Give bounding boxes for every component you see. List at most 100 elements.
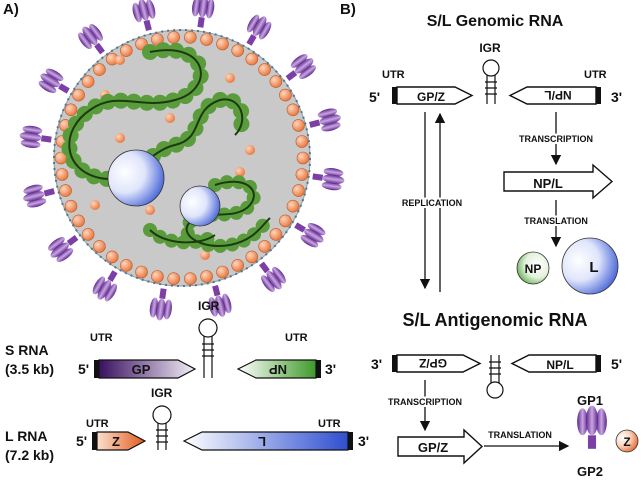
- lipid-bead: [258, 240, 271, 253]
- gp-spike-protein: [577, 405, 607, 449]
- mrna-gpz-arrow: [397, 428, 484, 465]
- lipid-bead: [279, 214, 292, 228]
- lipid-bead: [72, 88, 85, 102]
- lipid-bead: [81, 75, 95, 88]
- lipid-bead: [55, 168, 69, 181]
- l-rna-z-arrow: [96, 431, 147, 451]
- replication-arrows: [419, 112, 446, 292]
- lipid-bead: [105, 250, 119, 264]
- lipid-bead: [231, 44, 244, 57]
- genomic-five-prime: 5': [369, 89, 380, 105]
- antigenomic-three-prime: 3': [371, 356, 382, 372]
- glycoprotein-spike: [148, 287, 175, 322]
- l-rna-three-prime: 3': [358, 433, 369, 449]
- s-rna-gp-label: GP: [132, 362, 151, 377]
- s-rna-three-prime: 3': [325, 361, 336, 377]
- genomic-three-prime: 3': [611, 89, 622, 105]
- lipid-bead: [167, 272, 180, 286]
- lipid-bead: [231, 259, 244, 272]
- z-matrix-bead: [145, 205, 155, 215]
- virion-illustration: [18, 0, 346, 322]
- s-rna-segment: GP NP: [94, 318, 321, 379]
- lipid-bead: [245, 52, 259, 66]
- genomic-igr-label: IGR: [479, 41, 501, 55]
- panel-a-label: A): [3, 1, 19, 18]
- replication-label: REPLICATION: [402, 198, 462, 208]
- l-protein: [561, 237, 619, 295]
- glycoprotein-spike: [290, 215, 329, 251]
- np-protein-label: NP: [525, 262, 542, 276]
- lipid-bead: [269, 75, 283, 88]
- l-polymerase-1: [107, 149, 165, 207]
- glycoprotein-spike: [89, 266, 125, 305]
- lipid-bead: [216, 265, 229, 279]
- lipid-bead: [120, 259, 133, 272]
- z-protein: [615, 429, 639, 453]
- lipid-bead: [200, 33, 213, 46]
- z-protein-label: Z: [623, 435, 630, 449]
- transcription-top-label: TRANSCRIPTION: [519, 134, 593, 144]
- lipid-beads: [54, 30, 310, 286]
- glycoprotein-spike: [189, 0, 216, 29]
- antigenomic-five-prime: 5': [611, 356, 622, 372]
- l-protein-label: L: [589, 259, 598, 276]
- z-matrix-bead: [200, 250, 210, 260]
- translation-top-label: TRANSLATION: [524, 216, 588, 226]
- lipid-bead: [167, 30, 180, 44]
- antigenomic-gpz-label: GP/Z: [419, 356, 447, 370]
- l-rna-utr-right: UTR: [318, 418, 341, 430]
- lipid-bead: [64, 103, 78, 117]
- np-protein: [516, 251, 550, 285]
- lipid-bead: [64, 199, 78, 213]
- s-rna-size: (3.5 kb): [5, 361, 54, 377]
- s-rna-name: S RNA: [5, 342, 49, 358]
- z-matrix-bead: [165, 113, 175, 123]
- mrna-npl-label: NP/L: [533, 176, 563, 191]
- glycoprotein-spike: [20, 180, 57, 210]
- antigenomic-npl-label: NP/L: [546, 358, 573, 372]
- s-rna-gp-arrow: [98, 359, 197, 379]
- l-rna-l-label: L: [258, 434, 266, 449]
- lipid-bead: [216, 37, 229, 51]
- transcription-bottom-label: TRANSCRIPTION: [388, 397, 462, 407]
- rna-strand-top: [68, 49, 244, 180]
- glycoprotein-spike: [280, 50, 320, 88]
- antigenomic-rna-segment: GP/Z NP/L: [392, 354, 601, 399]
- genomic-utr-left: UTR: [382, 69, 405, 81]
- s-rna-igr-label: IGR: [198, 299, 220, 313]
- l-rna-size: (7.2 kb): [5, 447, 54, 463]
- glycoprotein-spike: [307, 106, 344, 136]
- lipid-bead: [286, 103, 300, 117]
- genomic-gpz-arrow: [396, 86, 474, 105]
- z-matrix-bead: [115, 55, 125, 65]
- lipid-bead: [258, 63, 271, 76]
- l-rna-utr-left: UTR: [86, 418, 109, 430]
- glycoprotein-spike: [74, 20, 112, 60]
- l-polymerase-2: [179, 185, 221, 227]
- l-rna-segment: Z L: [92, 405, 353, 451]
- lipid-bead: [184, 272, 197, 286]
- z-matrix-bead: [90, 200, 100, 210]
- glycoprotein-spike: [35, 65, 74, 101]
- l-rna-igr-hairpin: [152, 405, 172, 450]
- genomic-rna-segment: GP/Z NP/L: [392, 59, 601, 105]
- lipid-bead: [269, 228, 283, 241]
- lipid-bead: [245, 250, 259, 264]
- lipid-bead: [279, 88, 292, 102]
- glycoprotein-spike: [252, 256, 290, 296]
- lipid-bead: [93, 63, 106, 76]
- gp2-label: GP2: [577, 464, 603, 479]
- l-rna-name: L RNA: [5, 428, 48, 444]
- lipid-bead: [59, 184, 72, 197]
- lipid-bead: [72, 214, 85, 228]
- genomic-npl-label: NP/L: [544, 88, 571, 102]
- antigenomic-gpz-arrow: [396, 354, 482, 373]
- glycoprotein-spike: [18, 124, 53, 151]
- lipid-bead: [151, 270, 164, 283]
- s-rna-utr-left: UTR: [90, 332, 113, 344]
- lipid-bead: [120, 44, 133, 57]
- lipid-bead: [93, 240, 106, 253]
- s-rna-np-label: NP: [269, 362, 287, 377]
- lipid-bead: [295, 168, 309, 181]
